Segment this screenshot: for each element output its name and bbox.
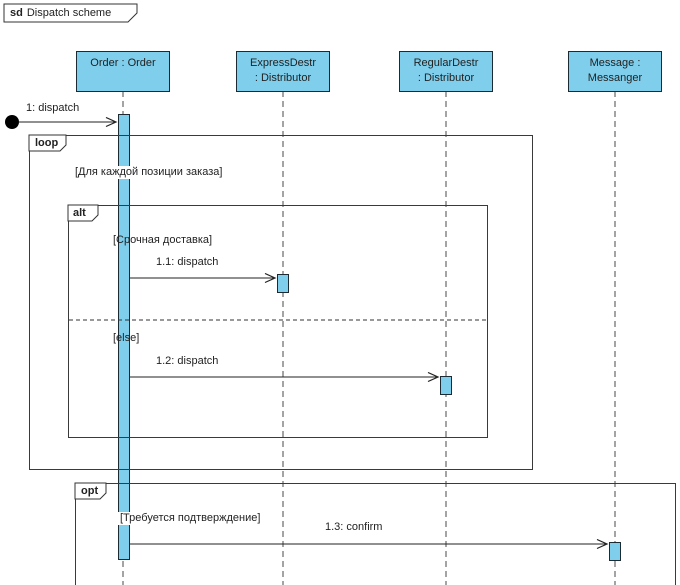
lifeline-head-regular-line2: : Distributor <box>417 72 475 84</box>
lifeline-head-regular-destr[interactable]: RegularDestr : Distributor <box>399 51 493 92</box>
lifeline-head-messanger[interactable]: Message : Messanger <box>568 51 662 92</box>
lifeline-head-messanger-line1: Message : <box>589 57 641 69</box>
sd-keyword: sd <box>10 7 23 19</box>
sd-title-text: Dispatch scheme <box>26 7 112 19</box>
lifeline-head-express-line2: : Distributor <box>254 72 312 84</box>
opt-guard: [Требуется подтверждение] <box>118 512 263 525</box>
opt-tag-shape <box>74 482 107 500</box>
lifeline-head-express-destr[interactable]: ExpressDestr : Distributor <box>236 51 330 92</box>
alt-tag-shape <box>67 204 99 222</box>
loop-guard: [Для каждой позиции заказа] <box>73 166 225 179</box>
lifeline-head-order-line1: Order : Order <box>90 57 156 69</box>
alt-keyword: alt <box>73 207 86 219</box>
lifeline-head-order[interactable]: Order : Order <box>76 51 170 92</box>
activation-regular-destr[interactable] <box>440 376 452 395</box>
loop-tag-shape <box>28 134 67 152</box>
initial-node[interactable] <box>5 115 19 129</box>
message-label-dispatch: 1: dispatch <box>26 102 80 114</box>
activation-order[interactable] <box>118 114 130 560</box>
fragment-loop[interactable] <box>29 135 533 470</box>
fragment-opt[interactable] <box>75 483 676 585</box>
message-label-dispatch-regular: 1.2: dispatch <box>156 355 219 367</box>
activation-express-destr[interactable] <box>277 274 289 293</box>
sd-frame-tag-shape <box>3 3 138 23</box>
lifeline-head-messanger-line2: Messanger <box>587 72 643 84</box>
fragment-alt[interactable] <box>68 205 488 438</box>
alt-guard-else: [else] <box>113 332 140 344</box>
lifeline-head-express-line1: ExpressDestr <box>249 57 317 69</box>
activation-messanger[interactable] <box>609 542 621 561</box>
lifeline-head-regular-line1: RegularDestr <box>413 57 479 69</box>
message-label-confirm: 1.3: confirm <box>325 521 383 533</box>
alt-guard-urgent: [Срочная доставка] <box>113 234 213 246</box>
loop-keyword: loop <box>35 137 59 149</box>
message-label-dispatch-express: 1.1: dispatch <box>156 256 219 268</box>
opt-keyword: opt <box>81 485 99 497</box>
